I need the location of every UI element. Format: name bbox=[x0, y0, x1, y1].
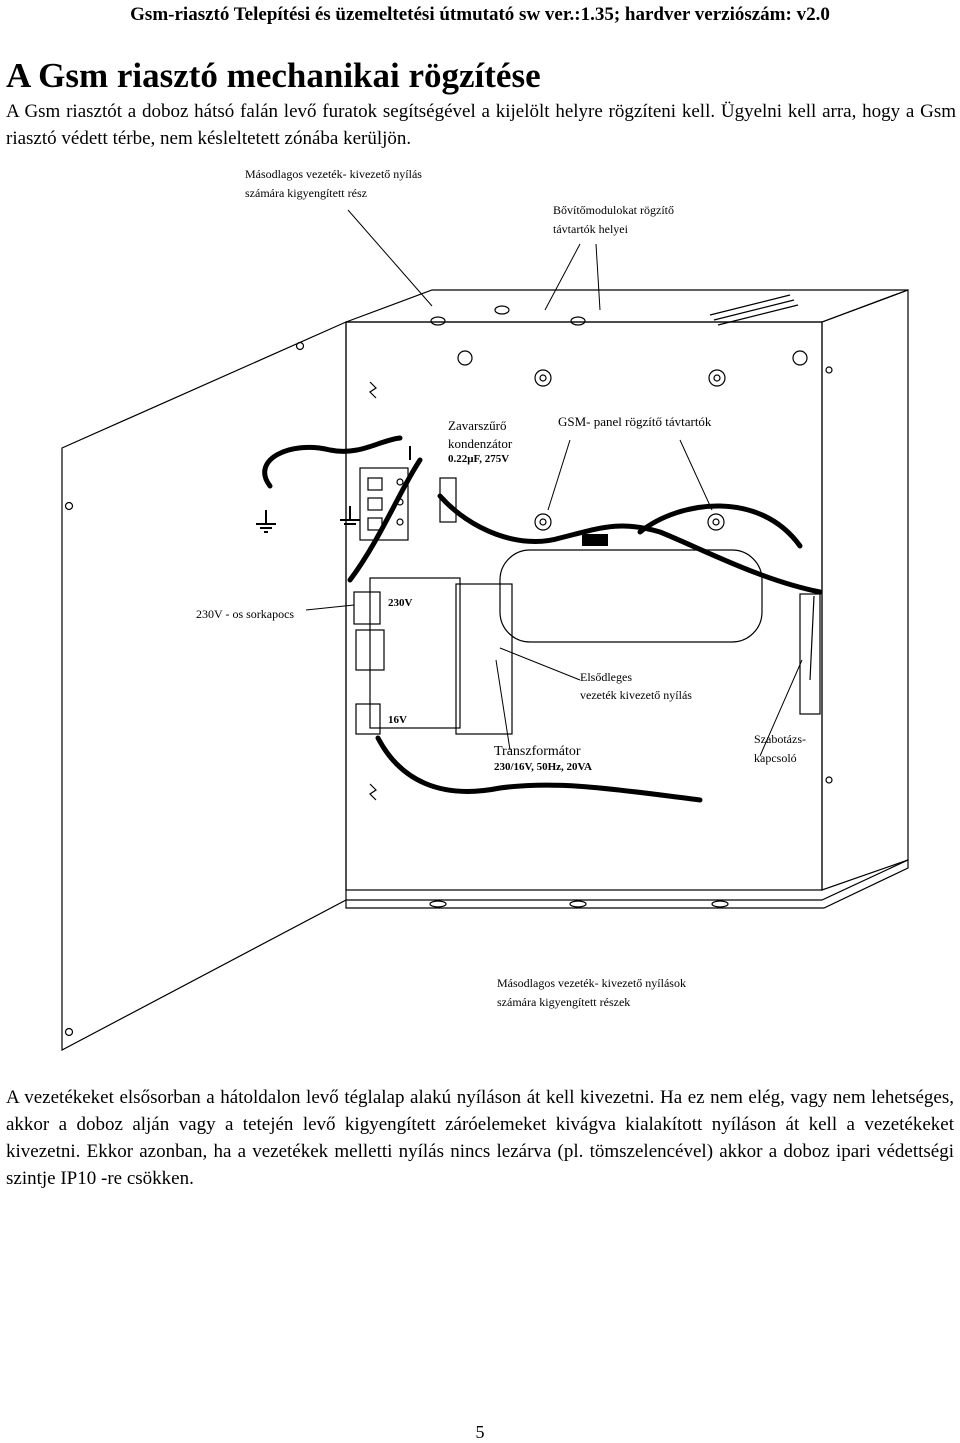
standoff bbox=[707, 513, 725, 531]
label-expansion: távtartók helyei bbox=[553, 222, 629, 236]
wire bbox=[637, 503, 803, 549]
label-secondary-top: Másodlagos vezeték- kivezető nyílás bbox=[245, 167, 422, 181]
tamper-switch bbox=[799, 593, 821, 715]
wire bbox=[347, 457, 423, 583]
label-secondary-bottom: Másodlagos vezeték- kivezető nyílások bbox=[497, 976, 686, 990]
top-knockout bbox=[570, 316, 586, 326]
wire bbox=[375, 735, 703, 803]
intro-paragraph: A Gsm riasztót a doboz hátsó falán levő … bbox=[6, 101, 956, 149]
label-transformer: Transzformátor bbox=[494, 744, 581, 759]
label-transformer-spec: 230/16V, 50Hz, 20VA bbox=[494, 761, 592, 773]
label-primary: vezeték kivezető nyílás bbox=[580, 688, 692, 702]
terminal-230v bbox=[353, 591, 381, 625]
wire bbox=[262, 435, 403, 489]
body-paragraph: A vezetékeket elsősorban a hátoldalon le… bbox=[6, 1087, 954, 1189]
door-hole bbox=[64, 501, 74, 511]
enclosure-door bbox=[61, 321, 347, 1051]
standoff bbox=[708, 369, 726, 387]
transformer-core bbox=[455, 583, 513, 735]
label-terminal-230: 230V - os sorkapocs bbox=[196, 607, 294, 621]
top-knockout bbox=[494, 305, 510, 315]
enclosure-back bbox=[345, 321, 823, 891]
terminal-16v bbox=[355, 703, 381, 735]
running-header: Gsm-riasztó Telepítési és üzemeltetési ú… bbox=[130, 4, 830, 25]
top-knockout bbox=[430, 316, 446, 326]
label-230v: 230V bbox=[388, 597, 413, 609]
enclosure-top bbox=[345, 289, 909, 323]
label-tamper: Szabotázs- bbox=[754, 732, 806, 746]
enclosure-diagram: Másodlagos vezeték- kivezető nyílás szám… bbox=[61, 167, 909, 1051]
ground-icon bbox=[256, 446, 411, 533]
label-16v: 16V bbox=[388, 714, 407, 726]
label-secondary-top: számára kigyengített rész bbox=[245, 186, 367, 200]
label-filter: kondenzátor bbox=[448, 436, 513, 451]
transformer bbox=[369, 577, 461, 729]
standoff bbox=[534, 369, 552, 387]
label-expansion: Bővítőmodulokat rögzítő bbox=[553, 203, 674, 217]
label-secondary-bottom: számára kigyengített részek bbox=[497, 995, 630, 1009]
standoff bbox=[534, 513, 552, 531]
wire bbox=[437, 493, 823, 595]
door-hole bbox=[64, 1027, 74, 1037]
label-primary: Elsődleges bbox=[580, 670, 632, 684]
label-filter-spec: 0.22μF, 275V bbox=[448, 453, 509, 465]
door-hole bbox=[295, 341, 305, 351]
filter-capacitor bbox=[359, 467, 409, 541]
primary-opening bbox=[499, 549, 763, 643]
enclosure-bottom bbox=[345, 859, 909, 909]
label-filter: Zavarszűrő bbox=[448, 418, 506, 433]
page-number: 5 bbox=[475, 1422, 485, 1442]
enclosure-right-side bbox=[821, 289, 909, 891]
label-gsm-standoffs: GSM- panel rögzítő távtartók bbox=[558, 414, 712, 429]
label-tamper: kapcsoló bbox=[754, 751, 797, 765]
section-title: A Gsm riasztó mechanikai rögzítése bbox=[6, 56, 541, 95]
